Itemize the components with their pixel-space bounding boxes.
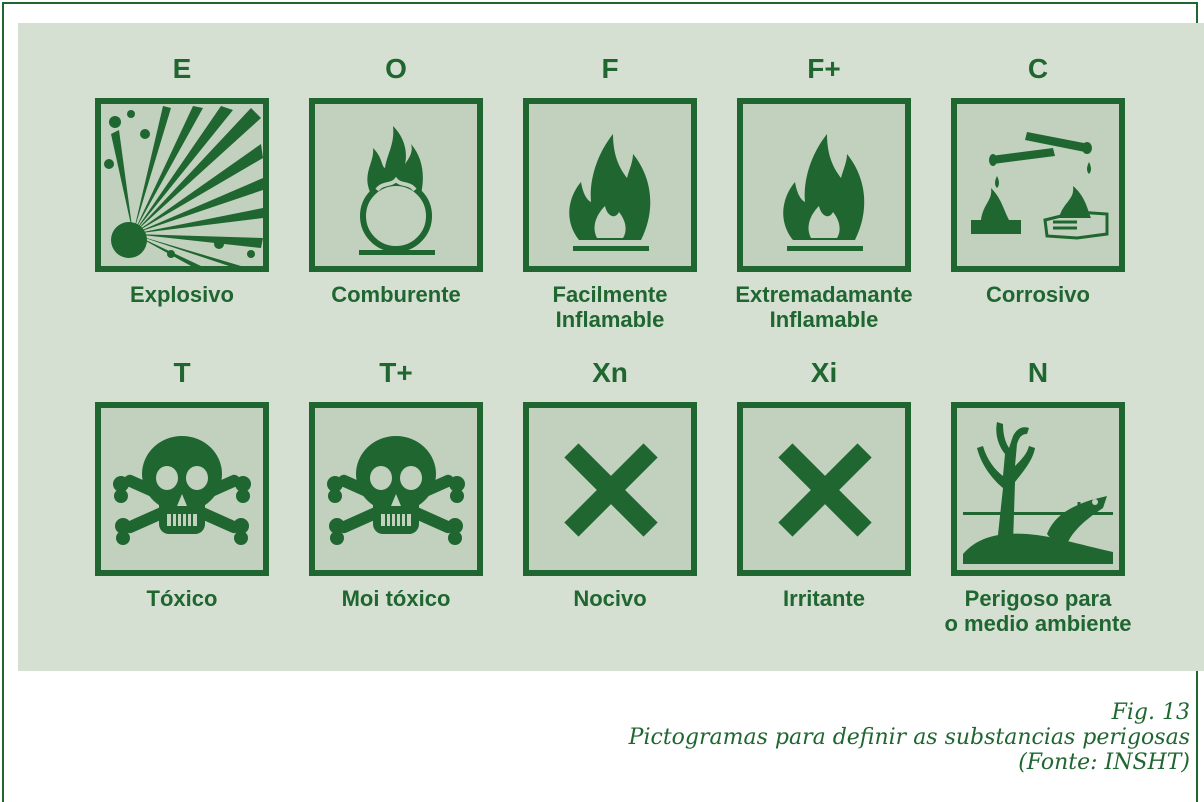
pictogram-harmful: Xn Nocivo <box>510 356 710 646</box>
figure-description: Pictogramas para definir as substancias … <box>628 725 1190 750</box>
hazard-label: Corrosivo <box>986 282 1090 307</box>
hazard-label: Explosivo <box>130 282 234 307</box>
hazard-code: Xn <box>592 357 628 388</box>
hazard-code: O <box>385 53 407 84</box>
cross-icon <box>523 402 697 576</box>
environment-hazard-icon <box>951 402 1125 576</box>
pictogram-explosive: E Explosivo <box>82 52 282 342</box>
skull-crossbones-icon <box>309 402 483 576</box>
hazard-code: E <box>172 53 192 84</box>
hazard-code: F+ <box>807 53 841 84</box>
explosion-icon <box>95 98 269 272</box>
figure-source: (Fonte: INSHT) <box>1018 750 1190 775</box>
flame-icon <box>737 98 911 272</box>
figure-number: Fig. 13 <box>1111 700 1190 725</box>
hazard-code: T+ <box>379 357 413 388</box>
hazard-label: Nocivo <box>573 586 647 611</box>
hazard-label: Moi tóxico <box>341 586 451 611</box>
skull-crossbones-icon <box>95 402 269 576</box>
pictogram-corrosive: C Corrosivo <box>938 52 1138 342</box>
flame-over-circle-icon <box>309 98 483 272</box>
pictogram-oxidizing: O Comburente <box>296 52 496 342</box>
cross-icon <box>737 402 911 576</box>
pictogram-irritant: Xi Irritante <box>724 356 924 646</box>
hazard-code: N <box>1027 357 1049 388</box>
hazard-label: Irritante <box>783 586 865 611</box>
hazard-code: T <box>173 357 191 388</box>
pictogram-very-toxic: T+ <box>296 356 496 646</box>
hazard-code: F <box>601 53 619 84</box>
figure-caption: Fig. 13 Pictogramas para definir as subs… <box>629 700 1190 775</box>
hazard-code: Xi <box>810 357 838 388</box>
hazard-label: Tóxico <box>146 586 218 611</box>
corrosion-icon <box>951 98 1125 272</box>
hazard-label: Comburente <box>331 282 461 307</box>
flame-icon <box>523 98 697 272</box>
hazard-code: C <box>1027 53 1049 84</box>
pictogram-toxic: T <box>82 356 282 646</box>
